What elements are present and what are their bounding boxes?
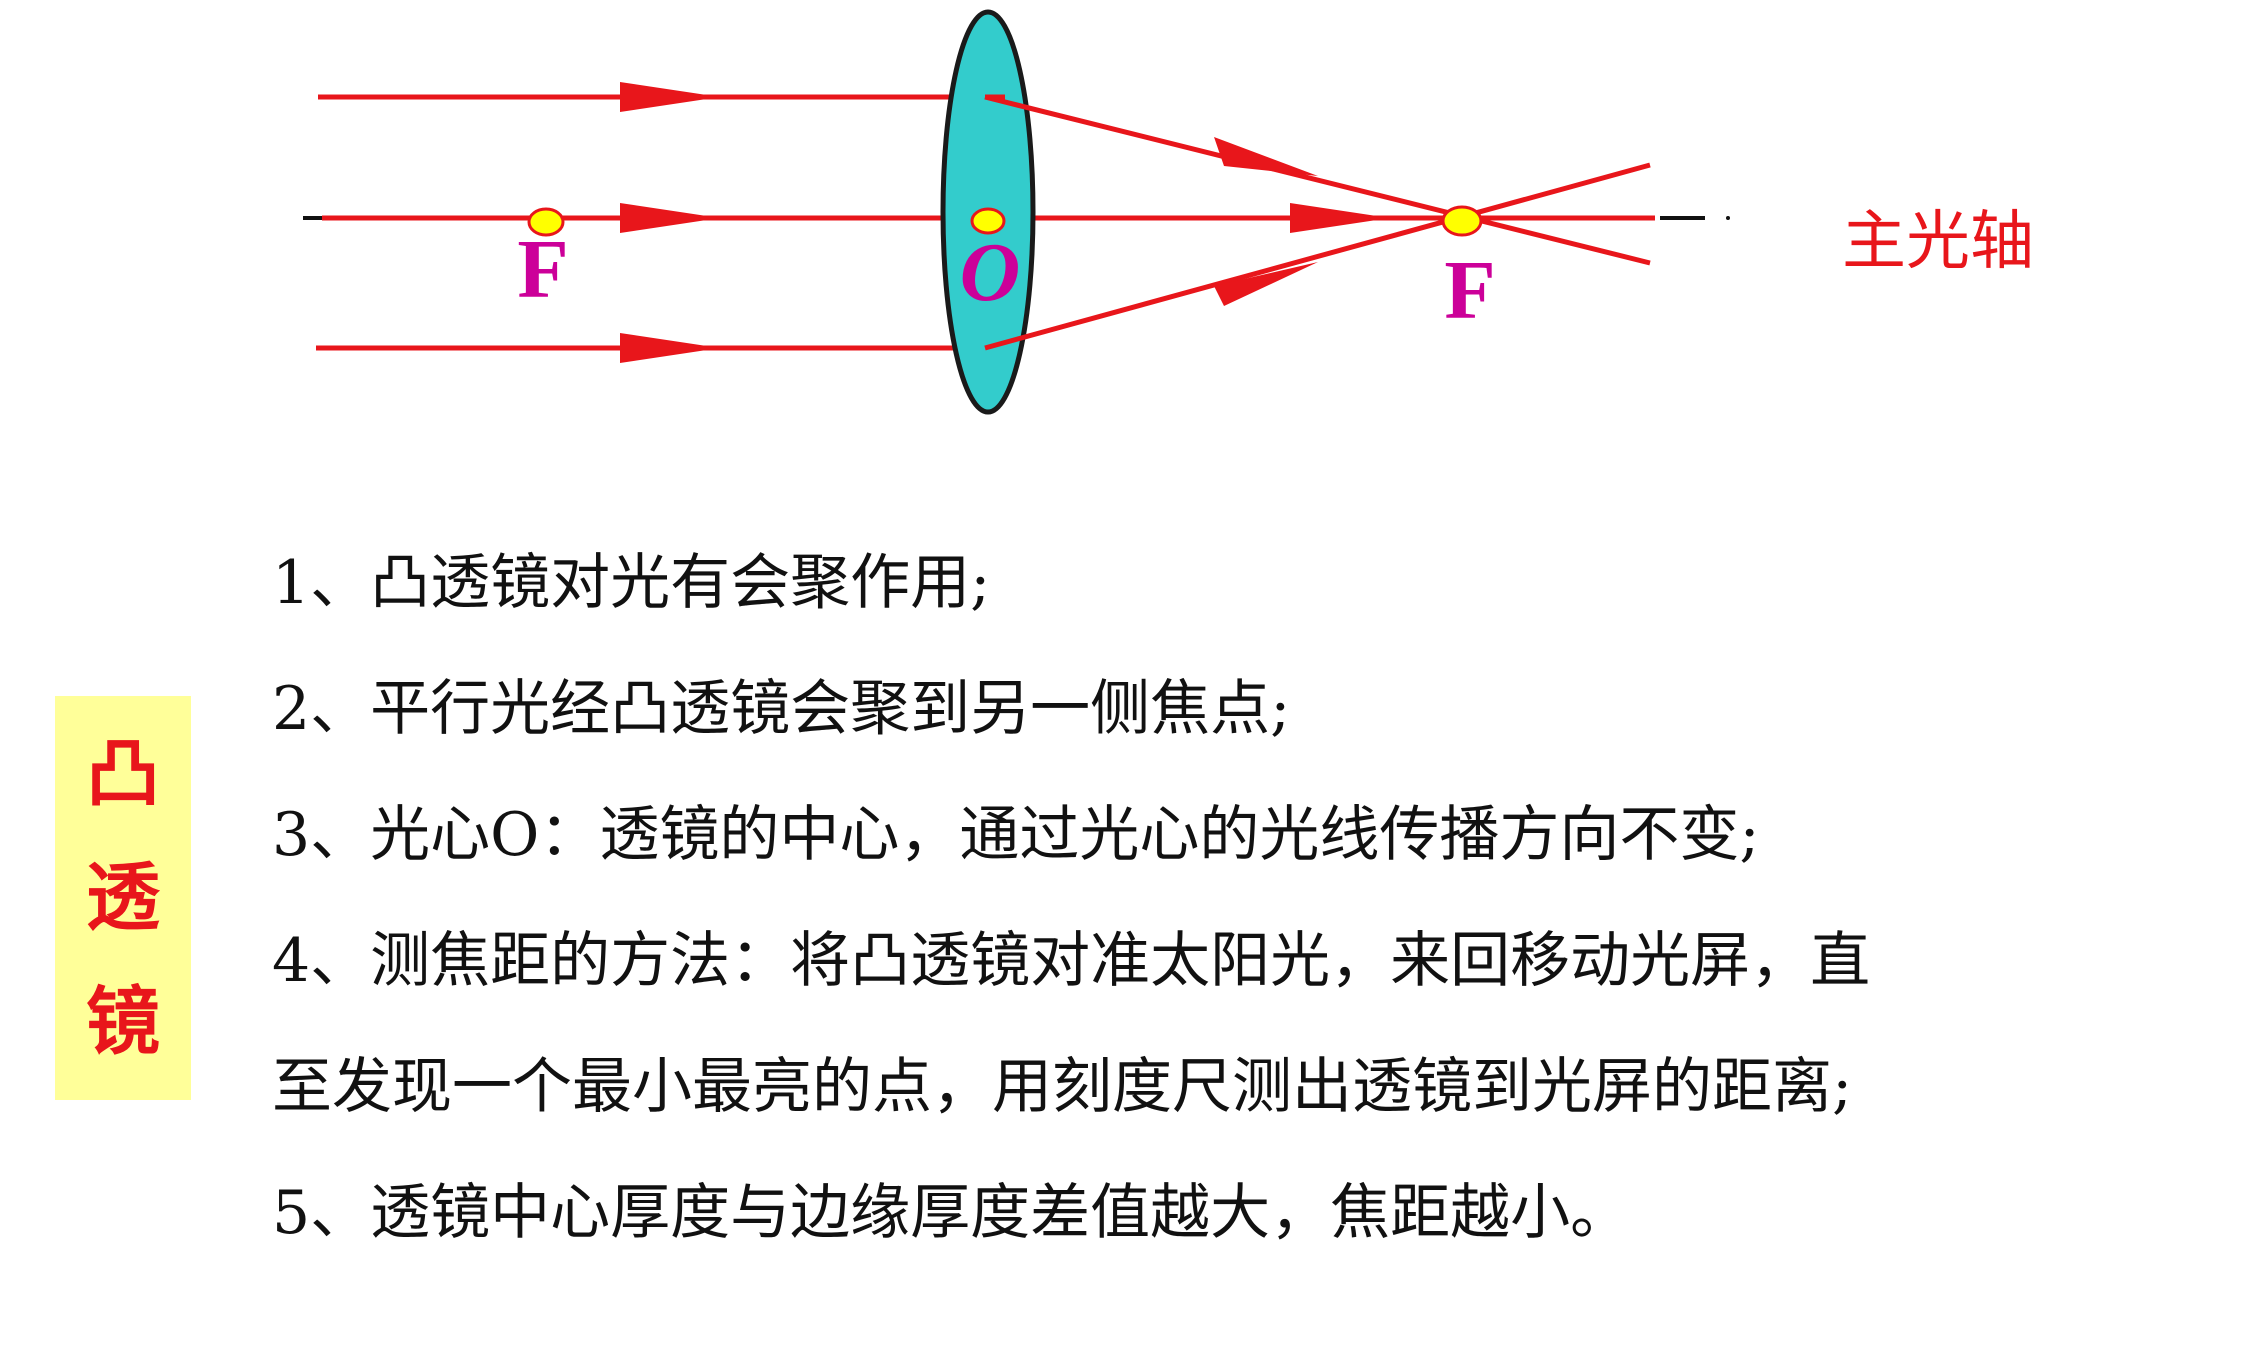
point-5: 5、透镜中心厚度与边缘厚度差值越大，焦距越小。 xyxy=(272,1178,1631,1248)
left-focus-point xyxy=(527,207,565,237)
optical-center-point xyxy=(970,207,1006,235)
optical-center-label: O xyxy=(960,226,1021,319)
ray-arrows xyxy=(620,82,1390,363)
arrow-top-refracted xyxy=(1214,137,1318,176)
point-4-line-2: 至发现一个最小最亮的点，用刻度尺测出透镜到光屏的距离; xyxy=(272,1052,1853,1122)
left-focus-label: F xyxy=(517,223,568,316)
refracted-ray-top xyxy=(984,94,1651,266)
key-points-list: 1、凸透镜对光有会聚作用; 2、平行光经凸透镜会聚到另一侧焦点; 3、光心O：透… xyxy=(272,520,2232,1276)
point-3: 3、光心O：透镜的中心，通过光心的光线传播方向不变; xyxy=(272,800,1760,870)
side-title-char-2: 透 xyxy=(86,855,160,941)
side-title-char-3: 镜 xyxy=(86,979,160,1065)
principal-axis-dot xyxy=(1726,216,1730,220)
principal-axis-label: 主光轴 xyxy=(1842,205,2034,279)
arrow-middle-incoming xyxy=(620,203,720,233)
side-title-box: 凸 透 镜 xyxy=(55,696,191,1100)
right-focus-point xyxy=(1441,205,1483,237)
point-2: 2、平行光经凸透镜会聚到另一侧焦点; xyxy=(272,674,1291,744)
side-title-char-1: 凸 xyxy=(86,731,160,817)
arrow-bottom-refracted xyxy=(1214,262,1318,306)
incoming-rays xyxy=(316,94,1452,351)
arrow-top-incoming xyxy=(620,82,720,112)
arrow-bottom-incoming xyxy=(620,333,720,363)
convex-lens-diagram: F O F xyxy=(303,9,1730,415)
point-4-line-1: 4、测焦距的方法：将凸透镜对准太阳光，来回移动光屏，直 xyxy=(272,926,1871,996)
point-1: 1、凸透镜对光有会聚作用; xyxy=(272,548,991,618)
refracted-ray-bottom xyxy=(984,162,1651,351)
arrow-middle-after-lens xyxy=(1290,203,1390,233)
right-focus-label: F xyxy=(1444,244,1495,337)
refracted-rays xyxy=(984,94,1655,351)
